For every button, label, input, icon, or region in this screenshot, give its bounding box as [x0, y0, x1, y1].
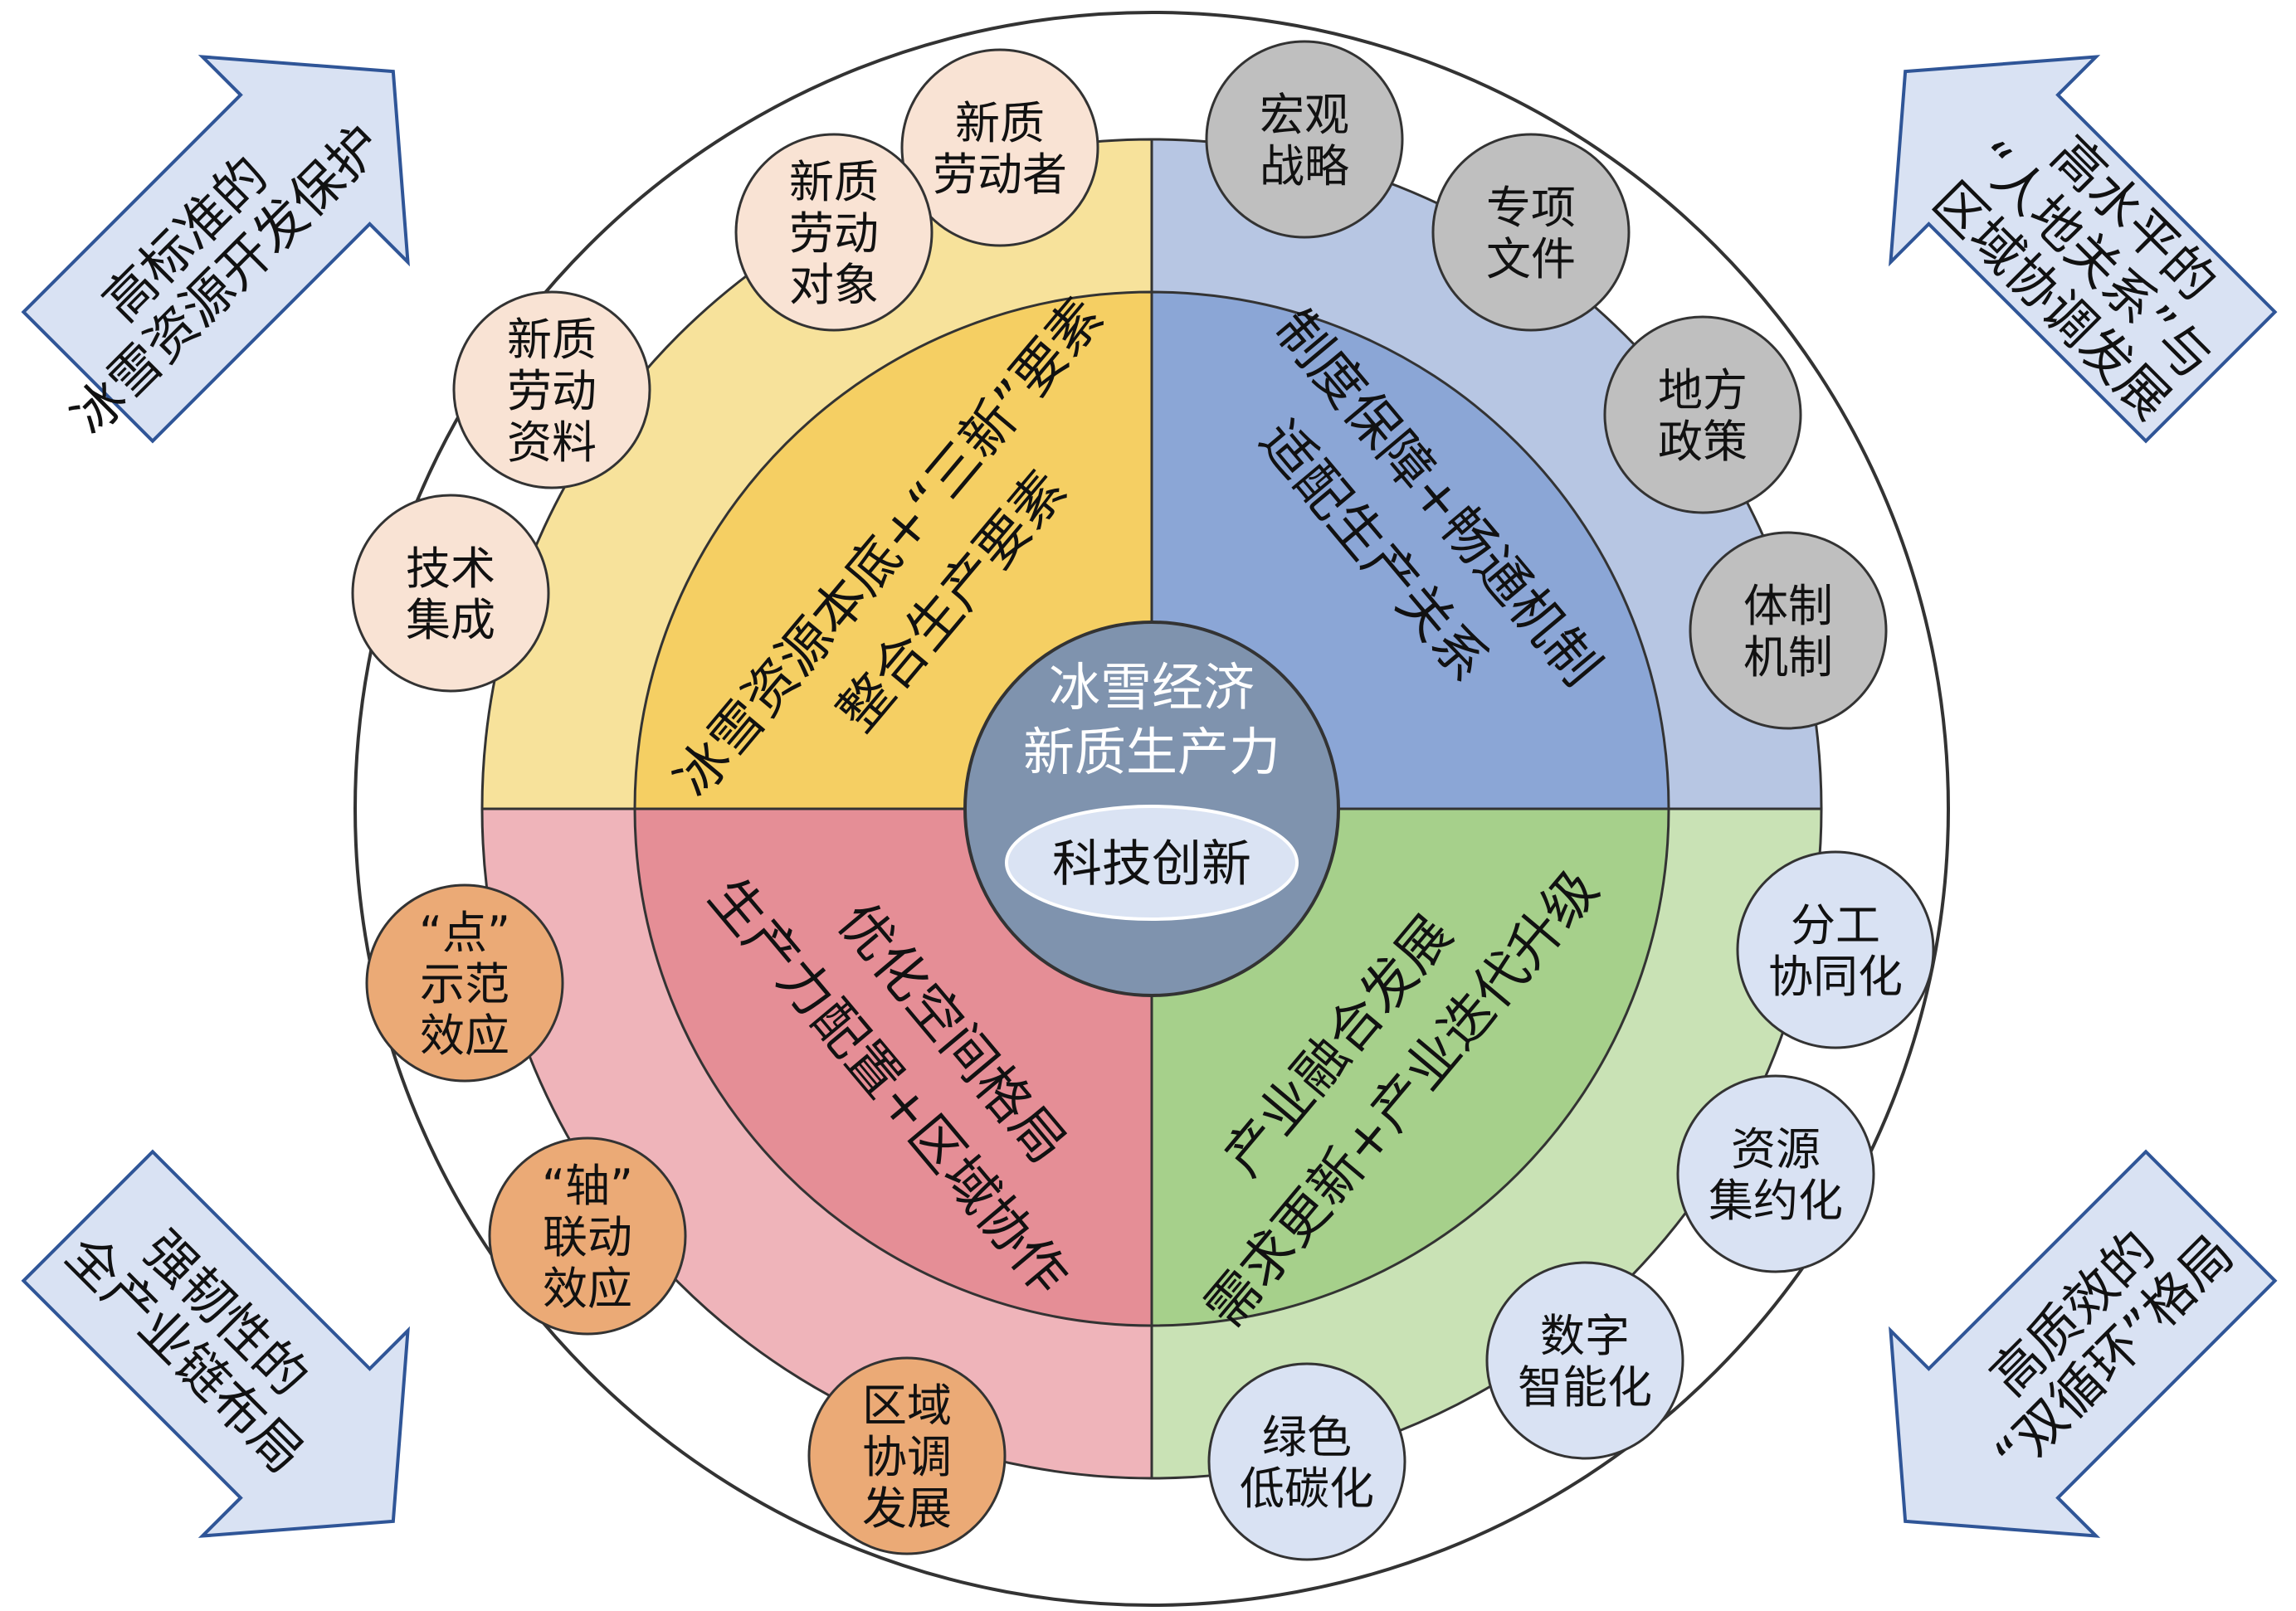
bubble-label: 效应 — [420, 1010, 509, 1062]
bubble-circle — [1207, 1362, 1406, 1561]
bubble-circle — [1205, 40, 1404, 239]
bubble-label: 协同化 — [1768, 951, 1903, 1003]
bubble-label: 新质 — [507, 314, 597, 366]
bubble-circle — [1603, 315, 1802, 514]
bubble-circle — [1431, 133, 1631, 332]
bubble-label: 区域 — [862, 1380, 952, 1432]
bubble-label: 技术 — [406, 543, 495, 595]
bubble-circle — [452, 290, 651, 489]
bubble-label: 文件 — [1486, 233, 1576, 285]
bubble-label: 劳动 — [507, 365, 597, 417]
arrow-bottom-right: 高质效的“双循环”格局 — [1889, 1149, 2278, 1538]
core-label: 科技创新 — [1052, 835, 1251, 893]
center-title-line1: 冰雪经济 — [1049, 657, 1255, 718]
bubble-circle — [900, 48, 1099, 247]
core-ellipse — [1005, 805, 1299, 921]
bubble-label: 宏观 — [1260, 89, 1349, 141]
bubble-label: 政策 — [1658, 416, 1748, 468]
arrow-shape — [21, 1149, 410, 1538]
bubble-label: 新质 — [955, 97, 1045, 149]
center-title-line2: 新质生产力 — [1023, 722, 1280, 782]
bubble-label: 数字 — [1540, 1310, 1630, 1362]
bubble-label: 对象 — [789, 259, 879, 311]
bubble-label: 劳动 — [789, 207, 879, 260]
bubble-circle — [1485, 1261, 1684, 1460]
bubble-label: 体制 — [1743, 580, 1833, 632]
bubble-label: 劳动者 — [933, 148, 1067, 201]
bubble-label: 战略 — [1260, 140, 1349, 192]
bubble-circle — [351, 494, 550, 693]
bubble-label: 智能化 — [1518, 1361, 1652, 1414]
bubble-label: 分工 — [1791, 899, 1880, 952]
bubble-label: 低碳化 — [1240, 1463, 1374, 1515]
bubble-circle — [807, 1356, 1007, 1555]
bubble-label: 示范 — [420, 958, 509, 1010]
bubble-label: 资料 — [507, 416, 597, 469]
bubble-label: 资源 — [1731, 1123, 1821, 1175]
center-hub: 冰雪经济 新质生产力 科技创新 — [963, 621, 1340, 997]
bubble-orange-3: 区域协调发展 — [807, 1356, 1007, 1555]
bubble-circle — [1689, 531, 1888, 730]
arrow-shape — [21, 55, 410, 444]
bubble-label: 集约化 — [1709, 1175, 1843, 1227]
bubble-label: 机制 — [1743, 631, 1833, 684]
arrow-shape — [1889, 55, 2278, 444]
bubble-group: 新质劳动者新质劳动对象新质劳动资料技术集成宏观战略专项文件地方政策体制机制“点”… — [351, 40, 1935, 1561]
bubble-label: 集成 — [406, 594, 495, 646]
arrow-shape — [1889, 1149, 2278, 1538]
bubble-circle — [488, 1136, 687, 1336]
bubble-label: 联动 — [543, 1211, 632, 1263]
bubble-label: 专项 — [1486, 182, 1576, 234]
bubble-label: 效应 — [543, 1263, 632, 1315]
bubble-circle — [365, 883, 564, 1083]
bubble-label: 发展 — [862, 1482, 952, 1535]
bubble-label: “轴” — [542, 1160, 633, 1212]
bubble-label: “点” — [419, 907, 510, 959]
bubble-circle — [1736, 850, 1935, 1049]
bubble-circle — [734, 133, 934, 332]
bubble-label: 新质 — [789, 156, 879, 208]
bubble-label: 地方 — [1658, 364, 1748, 416]
bubble-label: 协调 — [862, 1431, 952, 1483]
bubble-circle — [1676, 1074, 1875, 1273]
bubble-label: 绿色 — [1262, 1411, 1352, 1463]
